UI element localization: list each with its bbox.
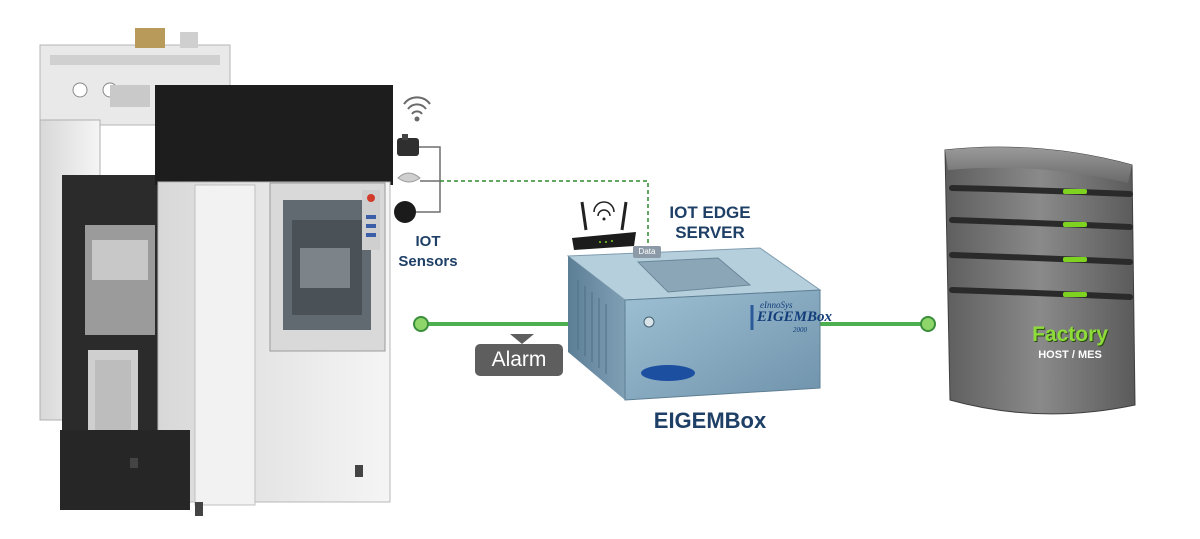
data-tag: Data [633, 246, 661, 258]
edge-server-label: IOT EDGE SERVER [650, 203, 770, 243]
host-mes-label: HOST / MES [1038, 349, 1102, 361]
iot-sensors-label-line1: IOT [415, 233, 441, 250]
iot-sensors-label-line2: Sensors [398, 253, 458, 270]
sensor-data-link [440, 180, 649, 248]
server-tower-icon [944, 146, 1136, 415]
wifi-icon [403, 96, 431, 122]
machine-icon [39, 28, 393, 516]
alarm-link [413, 316, 568, 344]
edge-server-label-line1: IOT EDGE [669, 203, 751, 222]
alarm-badge: Alarm [475, 344, 563, 376]
box-logo-icon [641, 365, 695, 381]
factory-label: Factory [1032, 323, 1108, 346]
iot-sensors-label: IOT Sensors [388, 232, 468, 272]
host-link [818, 316, 936, 332]
sensor-icon [394, 134, 421, 223]
sensor-bracket [416, 146, 441, 213]
box-brand-main: EIGEMBox [757, 309, 833, 325]
box-brand-number: 2000 [793, 326, 807, 334]
edge-server-label-line2: SERVER [675, 223, 745, 242]
router-icon [572, 201, 636, 250]
box-brand-small: eInnoSys [760, 300, 793, 310]
eigembox-label: EIGEMBox [653, 408, 767, 433]
